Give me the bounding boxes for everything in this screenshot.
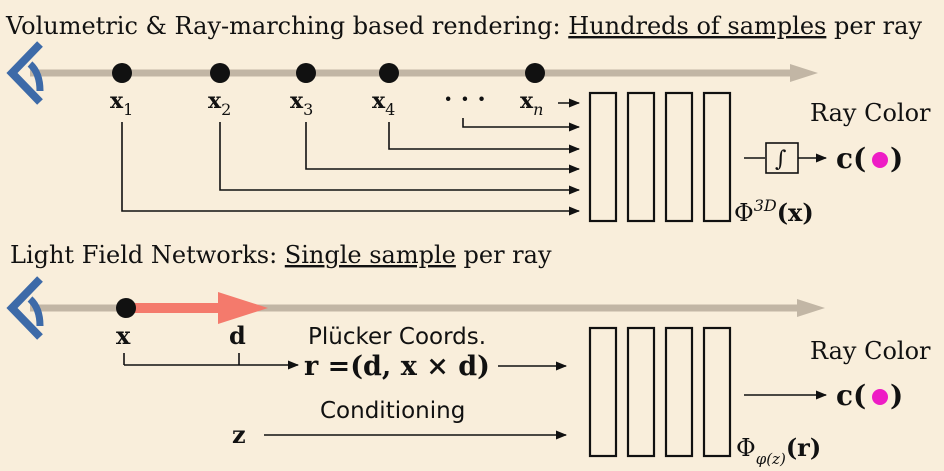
direction-label: d — [229, 321, 246, 350]
lightfield-title-emphasis: Single sample — [285, 241, 456, 269]
direction-arrow — [126, 292, 268, 324]
sample-connectors — [121, 98, 581, 216]
volumetric-title-emphasis: Hundreds of samples — [568, 12, 826, 40]
sample-point-3 — [296, 63, 316, 83]
volumetric-network-label: Φ3D(x) — [734, 196, 814, 227]
sample-label-4: x4 — [372, 88, 395, 119]
volumetric-output-close: ) — [890, 142, 903, 175]
lightfield-output-close: ) — [890, 379, 903, 412]
volumetric-output-label: c( — [836, 142, 866, 175]
lightfield-color-dot — [872, 389, 888, 405]
sample-point-1 — [112, 63, 132, 83]
volumetric-color-dot — [872, 152, 888, 168]
conditioning-label: Conditioning — [320, 398, 465, 424]
integral-symbol: ∫ — [775, 147, 787, 172]
sample-ellipsis: · · · — [444, 84, 486, 113]
lightfield-output-label: c( — [836, 379, 866, 412]
sample-label-n: xn — [520, 88, 543, 119]
sample-label-2: x2 — [208, 88, 231, 119]
volumetric-title: Volumetric & Ray-marching based renderin… — [5, 12, 922, 40]
plucker-bracket — [123, 353, 300, 370]
sample-point-2 — [210, 63, 230, 83]
lightfield-sample-point — [116, 298, 136, 318]
plucker-formula: r =(d, x × d) — [304, 351, 490, 382]
z-label: z — [232, 420, 246, 449]
sample-point-4 — [379, 63, 399, 83]
point-label: x — [116, 321, 131, 350]
lightfield-network — [588, 326, 732, 458]
volumetric-network — [588, 91, 732, 223]
eye-icon — [6, 41, 44, 105]
eye-icon — [6, 276, 44, 340]
volumetric-ray — [30, 64, 818, 82]
lightfield-title: Light Field Networks: Single sample per … — [10, 241, 552, 269]
plucker-label: Plücker Coords. — [308, 324, 486, 350]
lightfield-network-label: Φφ(z)(r) — [736, 433, 821, 468]
sample-points — [112, 63, 545, 83]
sample-label-3: x3 — [290, 88, 313, 119]
sample-label-1: x1 — [110, 88, 133, 119]
sample-point-n — [525, 63, 545, 83]
lightfield-ray-color-label: Ray Color — [810, 337, 931, 365]
volumetric-ray-color-label: Ray Color — [810, 99, 931, 127]
